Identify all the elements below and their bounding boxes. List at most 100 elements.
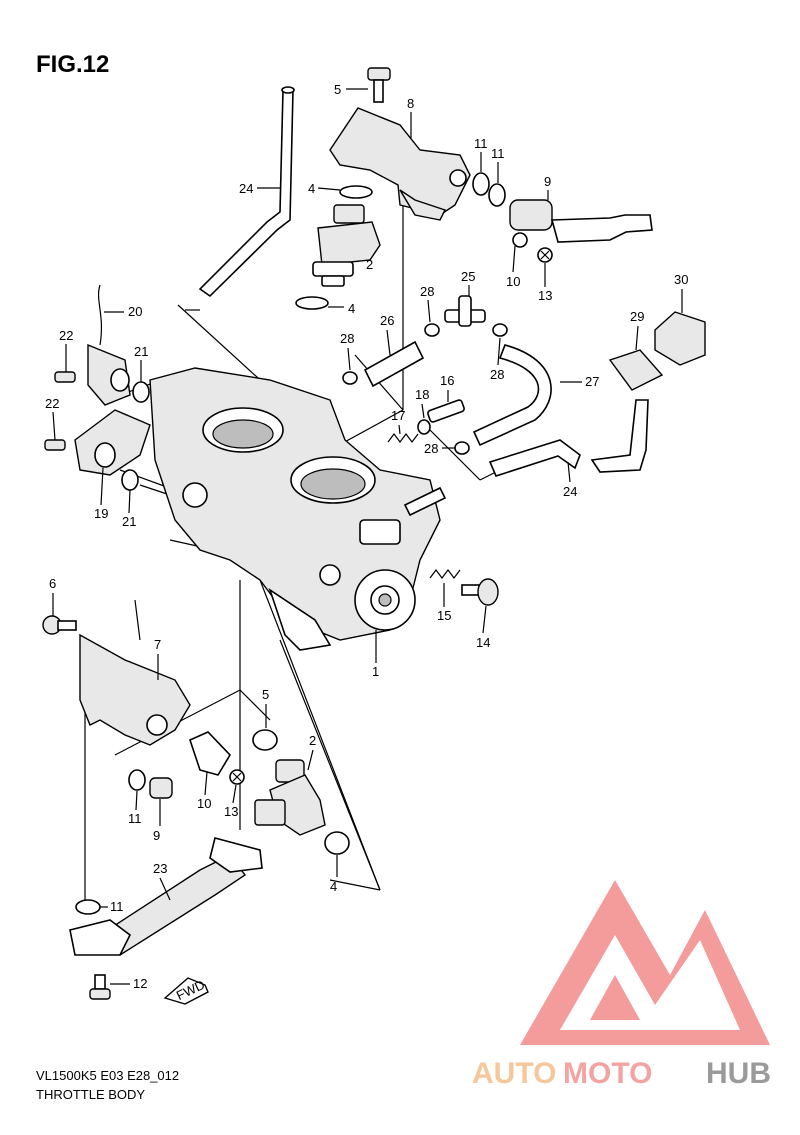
o-ring-3-low	[252, 729, 278, 751]
hose-24-lower	[488, 439, 581, 477]
callout-20: 20	[128, 304, 142, 319]
callout-26: 26	[380, 313, 394, 328]
callout-25: 25	[461, 269, 475, 284]
callout-10-low: 10	[197, 796, 211, 811]
injector-2-low	[254, 759, 326, 836]
callout-11-a: 11	[474, 136, 488, 151]
hose-26	[363, 340, 425, 388]
sensor-20	[87, 343, 131, 406]
clip-28-a	[424, 323, 440, 337]
screw-12	[89, 974, 111, 1000]
callout-11-d: 11	[110, 899, 124, 914]
callout-23: 23	[153, 861, 167, 876]
callout-2-top: 2	[366, 257, 373, 272]
sensor-19	[74, 409, 151, 476]
callout-9: 9	[153, 828, 160, 843]
o-ring-21-low	[121, 469, 139, 491]
cap-9	[149, 777, 173, 799]
callout-1: 1	[372, 664, 379, 679]
screw-5-low	[42, 615, 77, 635]
spring-15	[429, 569, 461, 579]
callout-28-d: 28	[424, 441, 438, 456]
connector-30	[654, 311, 706, 366]
callout-28-a: 28	[420, 284, 434, 299]
o-ring-4-low	[324, 831, 350, 855]
figure-caption: THROTTLE BODY	[36, 1087, 145, 1102]
callout-21-low: 21	[122, 514, 136, 529]
callout-11-c: 11	[128, 811, 142, 826]
screw-13-low	[229, 769, 245, 785]
throttle-body-1	[149, 367, 447, 651]
callout-13-low: 13	[224, 804, 238, 819]
callout-28-b: 28	[490, 367, 504, 382]
callout-21-top: 21	[134, 344, 148, 359]
callout-7: 8	[407, 96, 414, 111]
callout-11-b: 11	[491, 146, 505, 161]
watermark-logo	[520, 880, 770, 1045]
fwd-arrow-icon: FWD	[163, 977, 209, 1005]
callout-22-low: 22	[45, 396, 59, 411]
adjust-screw-14	[461, 578, 499, 606]
hose-27	[472, 344, 552, 447]
callout-30: 30	[674, 272, 688, 287]
callout-24-top: 24	[239, 181, 253, 196]
callout-24-low: 24	[563, 484, 577, 499]
bracket-10-low	[189, 731, 232, 776]
callout-13-top: 13	[538, 288, 552, 303]
fuel-rail-7	[329, 107, 471, 221]
screw-5-top	[367, 67, 391, 103]
watermark-text: AUTO MOTO HUB	[472, 1057, 771, 1090]
o-ring-11-c	[128, 769, 146, 791]
callout-3-top: 4	[308, 181, 315, 196]
callout-4-top: 4	[348, 301, 355, 316]
callout-14: 14	[476, 635, 490, 650]
o-ring-4-top	[295, 296, 329, 310]
injector-2-top	[312, 204, 381, 287]
fuel-connector-8	[509, 199, 653, 248]
callout-5-low: 6	[49, 576, 56, 591]
callout-28-c: 28	[340, 331, 354, 346]
callout-4-low: 4	[330, 879, 337, 894]
figure-title: FIG.12	[36, 51, 109, 78]
o-ring-3-top	[339, 185, 373, 199]
callout-16: 16	[440, 373, 454, 388]
callout-2-low: 2	[309, 733, 316, 748]
screw-13-top	[537, 247, 553, 263]
fuel-rail-6	[79, 633, 191, 746]
watermark-hub: HUB	[706, 1057, 771, 1090]
callout-17: 17	[391, 408, 405, 423]
screw-22-top	[54, 371, 76, 383]
sensor-29	[590, 349, 664, 473]
wire-20	[97, 284, 103, 346]
callout-15: 15	[437, 608, 451, 623]
hose-24-upper	[198, 86, 295, 298]
o-ring-18	[417, 419, 431, 435]
watermark-moto: MOTO	[563, 1057, 652, 1090]
callout-12: 12	[133, 976, 147, 991]
callout-19: 19	[94, 506, 108, 521]
callout-5-top: 5	[334, 82, 341, 97]
clip-28-c	[342, 371, 358, 385]
o-ring-11-a	[472, 172, 490, 196]
callout-22-top: 22	[59, 328, 73, 343]
callout-18: 18	[415, 387, 429, 402]
watermark-auto: AUTO	[472, 1057, 556, 1090]
callout-8: 9	[544, 174, 551, 189]
t-fitting-25	[444, 295, 486, 327]
callout-labels: 5 8 24 4 2 4 11 11 9 10 13 25 28 28 26 2…	[45, 82, 688, 991]
callout-10-top: 10	[506, 274, 520, 289]
screw-16	[427, 399, 465, 423]
o-ring-21-top	[132, 381, 150, 403]
clip-28-b	[492, 323, 508, 337]
clip-28-d	[454, 441, 470, 455]
fuel-hose-23	[69, 837, 263, 956]
o-ring-11-d	[75, 899, 101, 915]
o-ring-11-b	[488, 183, 506, 207]
screw-22-low	[44, 439, 66, 451]
callout-3-low: 5	[262, 687, 269, 702]
callout-6: 7	[154, 637, 161, 652]
model-code: VL1500K5 E03 E28_012	[36, 1068, 179, 1083]
callout-27: 27	[585, 374, 599, 389]
